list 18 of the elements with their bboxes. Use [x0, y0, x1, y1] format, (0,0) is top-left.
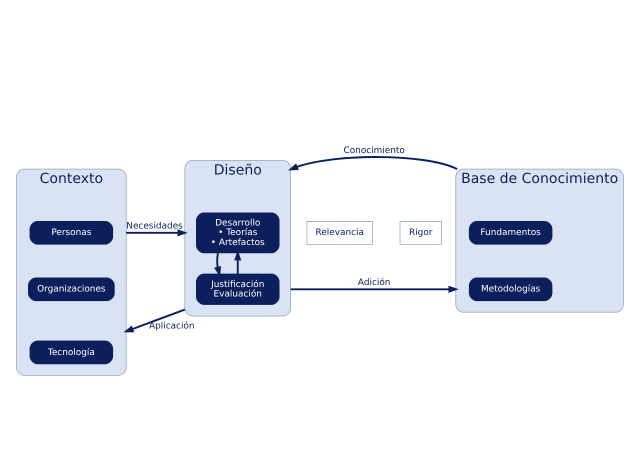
arrow — [288, 156, 458, 170]
node-box: Relevancia — [306, 220, 373, 244]
node-box: Desarrollo • Teorías • Artefactos — [196, 212, 280, 253]
edge-label: Necesidades — [126, 221, 183, 232]
arrow — [123, 308, 186, 332]
arrow — [126, 228, 188, 236]
arrow — [214, 252, 221, 276]
arrow — [290, 285, 459, 292]
edge-label: Conocimiento — [344, 145, 405, 156]
node-box: Rigor — [400, 220, 442, 244]
node-box: Tecnología — [30, 340, 114, 364]
node-box: Organizaciones — [28, 276, 115, 301]
edge-label: Adición — [358, 277, 390, 288]
edge-label: Aplicación — [149, 320, 195, 331]
node-box: Fundamentos — [468, 220, 552, 244]
node-box: Justificación Evaluación — [196, 273, 280, 304]
node-box: Metodologías — [468, 276, 552, 301]
node-box: Personas — [30, 220, 114, 244]
